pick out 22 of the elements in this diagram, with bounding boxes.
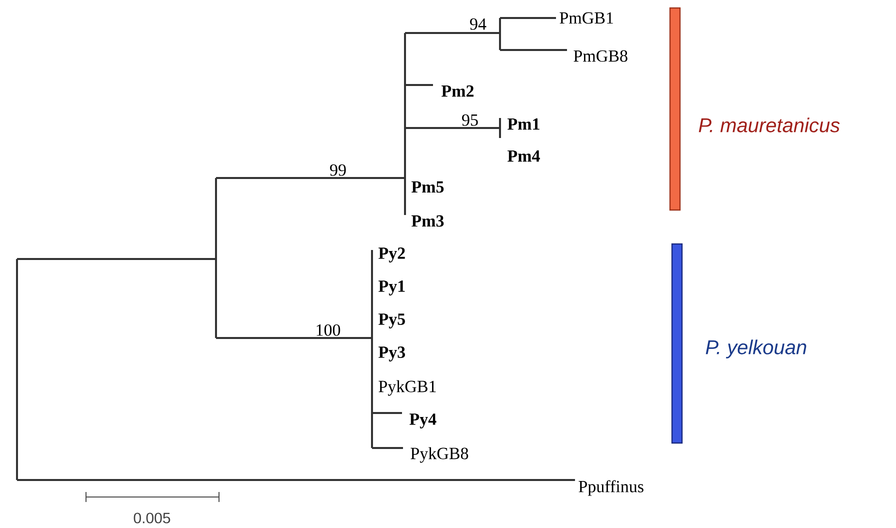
taxon-label: Py1 <box>378 280 405 296</box>
taxon-label: PykGB8 <box>410 447 468 463</box>
bootstrap-value: 94 <box>470 18 486 30</box>
bootstrap-value: 99 <box>330 164 346 176</box>
taxon-label: Ppuffinus <box>578 480 644 496</box>
clade-label: P. yelkouan <box>706 340 806 358</box>
clade-label: P. mauretanicus <box>698 118 840 132</box>
taxon-label: Pm2 <box>442 85 474 97</box>
taxon-label: PmGB1 <box>560 12 613 24</box>
taxon-label: Pm1 <box>508 118 540 130</box>
bootstrap-value: 95 <box>462 114 478 126</box>
taxon-label: PykGB1 <box>378 380 436 396</box>
scale-label: 0.005 <box>134 512 170 524</box>
taxon-label: Pm5 <box>412 181 444 193</box>
bootstrap-value: 100 <box>316 324 340 336</box>
taxon-label: Py4 <box>410 414 436 428</box>
taxon-label: Py3 <box>378 346 406 362</box>
taxon-label: Pm3 <box>412 215 444 227</box>
taxon-label: Py2 <box>378 248 405 262</box>
taxon-label: PmGB8 <box>574 50 628 62</box>
taxon-label: Py5 <box>378 314 405 328</box>
taxon-label: Pm4 <box>508 150 540 162</box>
